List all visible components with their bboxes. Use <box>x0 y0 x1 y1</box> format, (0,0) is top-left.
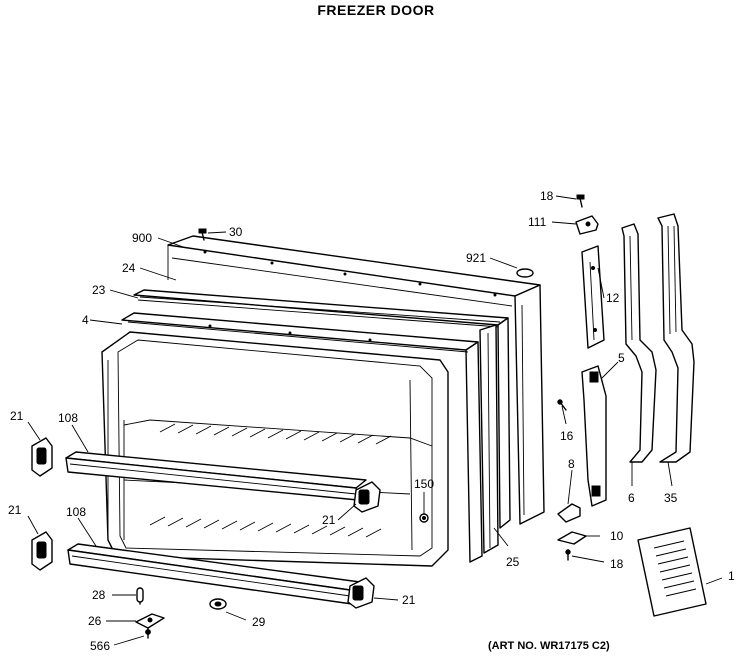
door-gasket <box>133 289 511 554</box>
callout-21-left-lower: 21 <box>8 503 22 517</box>
callout-28: 28 <box>92 588 106 602</box>
leader-lines <box>27 195 723 646</box>
callout-10: 10 <box>610 529 624 543</box>
inner-door-liner <box>101 331 449 567</box>
screw-18-top <box>576 194 585 208</box>
shelf-end-cap-left-lower <box>31 531 53 571</box>
hinge-bracket-5 <box>581 365 607 507</box>
callout-6: 6 <box>628 491 635 505</box>
callout-25: 25 <box>506 555 520 569</box>
diagram-title: FREEZER DOOR <box>317 2 435 18</box>
callout-21-left-upper: 21 <box>10 409 24 423</box>
shelf-end-cap-left-upper <box>31 437 53 477</box>
callout-24: 24 <box>122 261 136 275</box>
callout-900: 900 <box>132 231 152 245</box>
cam-26 <box>135 613 165 629</box>
screw-16 <box>557 399 567 411</box>
callout-18-top: 18 <box>540 189 554 203</box>
callout-21-right-lower: 21 <box>402 593 416 607</box>
door-handle-6 <box>621 223 657 463</box>
screw-30 <box>198 228 207 241</box>
lower-shelf-bar <box>67 543 361 605</box>
callout-4: 4 <box>82 313 89 327</box>
callout-566: 566 <box>90 639 110 653</box>
callout-8: 8 <box>568 457 575 471</box>
callout-21-right-upper: 21 <box>322 513 336 527</box>
plug-921 <box>516 268 534 278</box>
callout-111: 111 <box>528 215 547 229</box>
shim-10 <box>557 531 587 545</box>
screw-566 <box>145 627 151 639</box>
callout-16: 16 <box>560 429 574 443</box>
callout-150: 150 <box>414 477 434 491</box>
callout-26: 26 <box>88 614 102 628</box>
screw-18-bottom <box>565 549 571 561</box>
callout-30: 30 <box>229 225 243 239</box>
door-handle-35 <box>657 213 695 463</box>
instruction-booklet-1 <box>637 527 707 617</box>
callout-18-bottom: 18 <box>610 557 624 571</box>
shelf-end-cap-right-lower <box>347 577 375 609</box>
callout-1: 1 <box>728 569 735 583</box>
callout-23: 23 <box>92 283 106 297</box>
hinge-pin-111 <box>575 215 599 235</box>
callout-5: 5 <box>618 351 625 365</box>
plug-150 <box>419 513 429 523</box>
callout-921: 921 <box>466 251 486 265</box>
breaker-strip-frame <box>121 312 483 563</box>
upper-shelf-bar <box>65 451 367 501</box>
art-number: (ART NO. WR17175 C2) <box>488 640 610 652</box>
stop-8 <box>557 503 581 523</box>
callout-29: 29 <box>252 615 266 629</box>
callout-108-lower: 108 <box>66 505 86 519</box>
hinge-bracket-12 <box>581 245 605 349</box>
callout-12: 12 <box>606 291 620 305</box>
bumper-29 <box>209 598 227 610</box>
outer-door-panel <box>167 235 545 525</box>
callout-35: 35 <box>664 491 678 505</box>
screw-28 <box>136 587 144 605</box>
callout-108-upper: 108 <box>58 411 78 425</box>
